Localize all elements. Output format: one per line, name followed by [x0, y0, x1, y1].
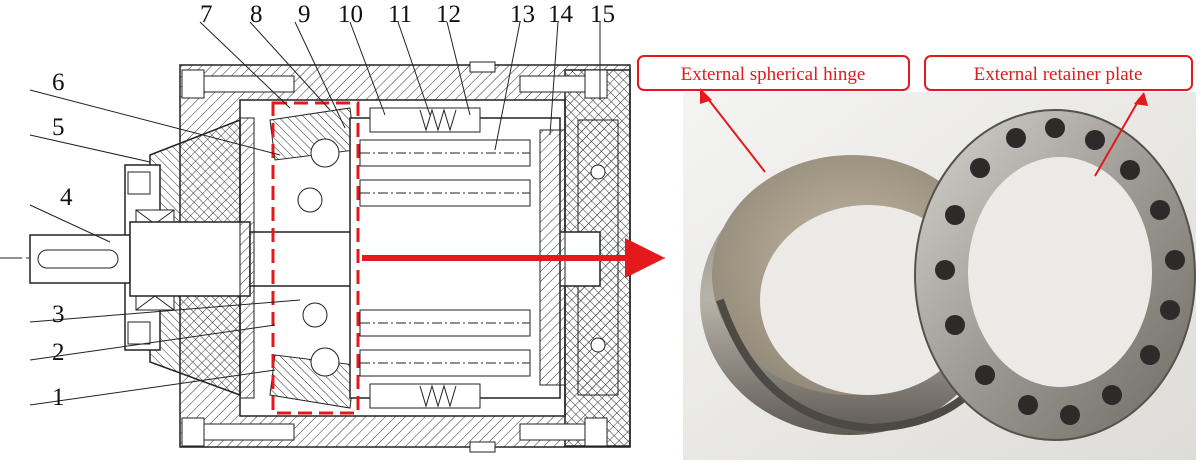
part-number-11: 11 — [388, 1, 412, 28]
part-number-13: 13 — [510, 1, 535, 28]
callout-spherical-hinge: External spherical hinge — [637, 55, 910, 173]
part-number-7: 7 — [200, 1, 213, 28]
part-number-10: 10 — [338, 1, 363, 28]
callout-spherical-hinge-label: External spherical hinge — [681, 64, 866, 85]
part-number-9: 9 — [298, 1, 311, 28]
pointer-arrow — [362, 238, 665, 278]
part-number-2: 2 — [52, 339, 65, 366]
part-number-12: 12 — [436, 1, 461, 28]
part-number-8: 8 — [250, 1, 263, 28]
parts-photo — [683, 92, 1196, 460]
part-number-labels: 1 2 3 4 5 6 7 8 9 10 11 12 13 14 15 — [52, 1, 615, 411]
callout-retainer-plate-label: External retainer plate — [974, 64, 1143, 85]
part-number-14: 14 — [548, 1, 574, 28]
part-number-4: 4 — [60, 184, 73, 211]
retainer-plate-part — [914, 109, 1196, 441]
part-number-1: 1 — [52, 384, 65, 411]
part-number-5: 5 — [52, 114, 65, 141]
leader-lines — [29, 21, 601, 406]
part-number-15: 15 — [590, 1, 615, 28]
highlight-frame — [271, 101, 360, 415]
callout-retainer-plate: External retainer plate — [924, 55, 1193, 177]
part-number-6: 6 — [52, 69, 65, 96]
part-number-3: 3 — [52, 301, 65, 328]
